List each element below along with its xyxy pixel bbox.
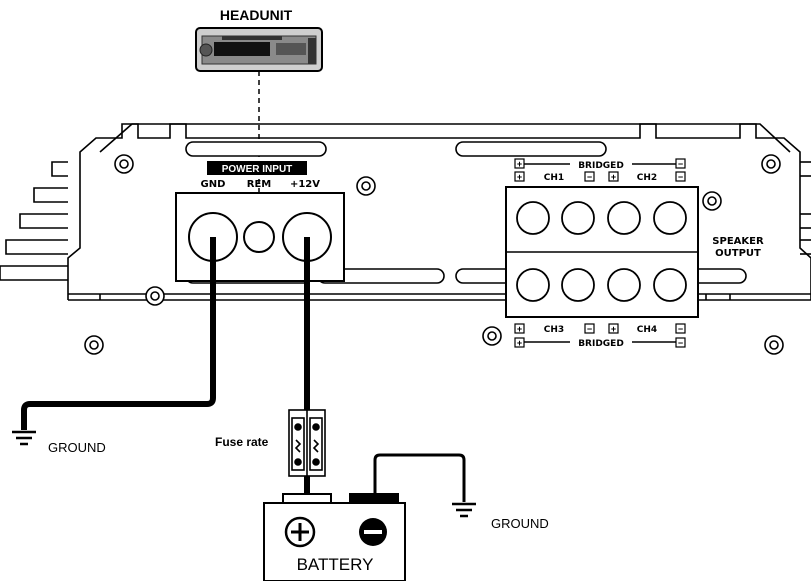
minus-sign-ch2: −	[678, 172, 683, 182]
fuse-label: Fuse rate	[215, 435, 269, 449]
headunit: HEADUNIT	[195, 7, 323, 72]
screw-7	[761, 154, 781, 174]
terminal-label-rem: REM	[247, 179, 272, 190]
plus-sign-ch1: +	[517, 172, 522, 182]
speaker-output: BRIDGED + − + − + − + − + − +	[505, 158, 764, 349]
channel-label-ch2: CH2	[637, 173, 657, 183]
headunit-side-panel	[308, 38, 316, 64]
battery-positive-post	[282, 493, 332, 504]
ground-symbol-right	[452, 502, 476, 518]
ground-wire-right	[373, 453, 466, 502]
channel-label-ch3: CH3	[544, 325, 564, 335]
ground-label-right: GROUND	[491, 516, 549, 531]
screw-4	[356, 176, 376, 196]
screw-3	[84, 335, 104, 355]
screw-6	[702, 191, 722, 211]
speaker-terminal-ch4-minus	[653, 268, 687, 302]
speaker-output-label-line2: OUTPUT	[715, 248, 761, 259]
terminal-label-gnd: GND	[201, 179, 226, 190]
plus-sign-bridged-bottom: +	[517, 338, 522, 348]
minus-sign-ch3: −	[587, 324, 592, 334]
channel-label-ch4: CH4	[637, 325, 657, 335]
minus-sign-bridged-bottom: −	[678, 338, 683, 348]
power-input-title: POWER INPUT	[222, 164, 293, 175]
speaker-terminal-ch2-plus	[607, 201, 641, 235]
speaker-terminals	[516, 201, 687, 302]
power-input: POWER INPUT GND REM +12V	[175, 161, 345, 282]
screw-1	[114, 154, 134, 174]
plus-icon	[284, 516, 316, 548]
headunit-slot	[222, 36, 282, 40]
plus-sign-ch4: +	[611, 324, 616, 334]
channel-label-ch1: CH1	[544, 173, 564, 183]
terminal-sign-box	[514, 158, 686, 348]
rem-terminal	[243, 221, 275, 253]
screw-2	[145, 286, 165, 306]
speaker-output-label-line1: SPEAKER	[712, 236, 764, 247]
minus-icon	[359, 518, 387, 546]
headunit-volume-knob	[199, 43, 213, 57]
plus-sign-bridged-top: +	[517, 159, 522, 169]
speaker-terminal-ch3-plus	[516, 268, 550, 302]
ground-label-left: GROUND	[48, 440, 106, 455]
ground-symbol-left	[12, 430, 36, 446]
speaker-terminal-ch3-minus	[561, 268, 595, 302]
speaker-terminal-ch1-plus	[516, 201, 550, 235]
battery-negative-post	[349, 493, 399, 504]
minus-sign-ch4: −	[678, 324, 683, 334]
terminal-label-12v: +12V	[290, 179, 320, 190]
bridged-label-top: BRIDGED	[578, 161, 624, 171]
speaker-terminal-ch1-minus	[561, 201, 595, 235]
plus-sign-ch3: +	[517, 324, 522, 334]
mounting-screws	[84, 154, 784, 355]
speaker-terminal-ch2-minus	[653, 201, 687, 235]
plus-sign-ch2: +	[611, 172, 616, 182]
power-input-title-bg	[207, 161, 307, 175]
speaker-terminal-ch4-plus	[607, 268, 641, 302]
bridged-label-bottom: BRIDGED	[578, 339, 624, 349]
headunit-buttons	[276, 43, 306, 55]
headunit-display	[214, 42, 270, 56]
screw-5	[482, 326, 502, 346]
headunit-label: HEADUNIT	[220, 7, 293, 23]
amplifier-chassis	[0, 123, 811, 301]
ground-wire-left	[21, 237, 216, 430]
screw-8	[764, 335, 784, 355]
battery-label: BATTERY	[297, 555, 374, 574]
fuse-holder	[288, 409, 326, 477]
minus-sign-ch1: −	[587, 172, 592, 182]
minus-sign-bridged-top: −	[678, 159, 683, 169]
battery: BATTERY	[263, 493, 406, 581]
